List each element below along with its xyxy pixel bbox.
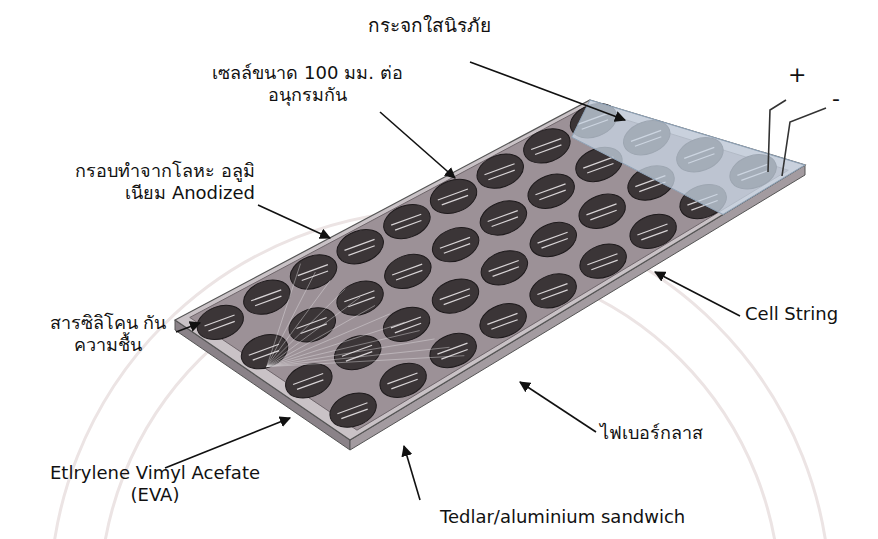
fiberglass-label: ไฟเบอร์กลาส: [600, 422, 760, 444]
cell-busbar: [396, 270, 422, 280]
cell-busbar: [637, 224, 667, 235]
cell-busbar: [535, 184, 565, 195]
cell-busbar: [488, 211, 518, 222]
cell-busbar: [348, 246, 374, 256]
cell-busbar: [341, 409, 367, 419]
cell-busbar: [297, 380, 323, 390]
cell-busbar: [391, 317, 421, 328]
cell-busbar: [583, 157, 613, 168]
cell-busbar: [344, 239, 374, 250]
cell-busbar: [487, 313, 517, 324]
cell-busbar: [440, 237, 470, 248]
cell-string-label: Cell String: [745, 303, 870, 325]
glass-label: กระจกใสนิรภัย: [368, 14, 568, 37]
cell-busbar: [249, 344, 279, 355]
cell-busbar: [437, 343, 467, 354]
solar-cell: [475, 297, 531, 343]
cell-busbar: [488, 170, 514, 180]
backsheet-label: Tedlar/aluminium sandwich: [440, 506, 740, 528]
cell-busbar: [344, 291, 374, 302]
cell-busbar: [440, 289, 470, 300]
cell-busbar: [438, 189, 468, 200]
solar-cell: [379, 198, 435, 244]
cell-string-wires: [267, 264, 465, 367]
cell-busbar: [493, 267, 519, 277]
terminal-sign: +: [788, 62, 812, 88]
cell-busbar: [342, 345, 372, 356]
solar-cell: [375, 357, 431, 403]
cell-busbar: [590, 210, 616, 220]
cell-busbar: [337, 403, 367, 414]
solar-cell: [380, 248, 436, 294]
cell-busbar: [442, 195, 468, 205]
cell-busbar: [587, 254, 617, 265]
cell-busbar: [491, 320, 517, 330]
cell-busbar: [395, 221, 421, 231]
cell-busbar: [444, 244, 470, 254]
solar-panel: [175, 97, 805, 450]
cell-busbar: [641, 230, 667, 240]
solar-cell: [332, 224, 388, 270]
cell-busbar: [298, 265, 328, 276]
solar-cell: [519, 123, 575, 169]
cell-busbar: [293, 374, 323, 385]
solar-cell: [325, 387, 381, 433]
safety-glass: [572, 100, 805, 215]
cell-label: เซลล์ขนาด 100 มม. ต่ออนุกรมกัน: [205, 62, 410, 105]
solar-cell: [192, 299, 248, 345]
cell-busbar: [489, 260, 519, 271]
solar-cell: [575, 238, 631, 284]
solar-cell: [525, 216, 581, 262]
solar-cell: [426, 173, 482, 219]
cell-busbar: [484, 164, 514, 175]
solar-cell: [286, 249, 342, 295]
cell-busbar: [537, 284, 567, 295]
cell-busbar: [441, 349, 467, 359]
cell-busbar: [391, 379, 417, 389]
solar-cell: [236, 328, 292, 374]
cell-busbar: [492, 217, 518, 227]
cell-busbar: [535, 145, 561, 155]
cell-busbar: [586, 204, 616, 215]
solar-cell: [476, 245, 532, 291]
cell-busbar: [348, 297, 374, 307]
cell-busbar: [531, 139, 561, 150]
terminal-wires: [768, 100, 826, 176]
cell-busbar: [204, 315, 234, 326]
cell-busbar: [538, 232, 568, 243]
solar-cell: [525, 268, 581, 314]
terminal-sign: -: [832, 86, 856, 112]
cell-busbar: [539, 190, 565, 200]
solar-cell: [472, 148, 528, 194]
cell-busbar: [391, 214, 421, 225]
cell-busbar: [444, 295, 470, 305]
cell-busbar: [387, 373, 417, 384]
eva-label: Etlrylene Vimyl Acefate (EVA): [30, 462, 280, 505]
silicone-label: สารซิลิโคน กันความชื้น: [42, 312, 174, 355]
cell-busbar: [541, 290, 567, 300]
cell-busbar: [392, 264, 422, 275]
solar-cell: [625, 208, 681, 254]
cell-busbar: [255, 296, 281, 306]
solar-cell: [427, 273, 483, 319]
frame-label: กรอบทำจากโลหะ อลูมิเนียม Anodized: [40, 160, 255, 203]
cell-busbar: [591, 260, 617, 270]
cell-busbar: [587, 163, 613, 173]
solar-cell: [332, 275, 388, 321]
cell-busbar: [297, 318, 327, 329]
cell-busbar: [251, 290, 281, 301]
solar-cell: [523, 168, 579, 214]
solar-cell: [425, 327, 481, 373]
solar-cell: [475, 195, 531, 241]
cell-busbar: [208, 321, 234, 331]
cell-busbar: [541, 239, 567, 249]
solar-cell: [574, 188, 630, 234]
aluminium-frame: [175, 100, 805, 440]
solar-cell: [239, 274, 295, 320]
solar-cell: [428, 221, 484, 267]
